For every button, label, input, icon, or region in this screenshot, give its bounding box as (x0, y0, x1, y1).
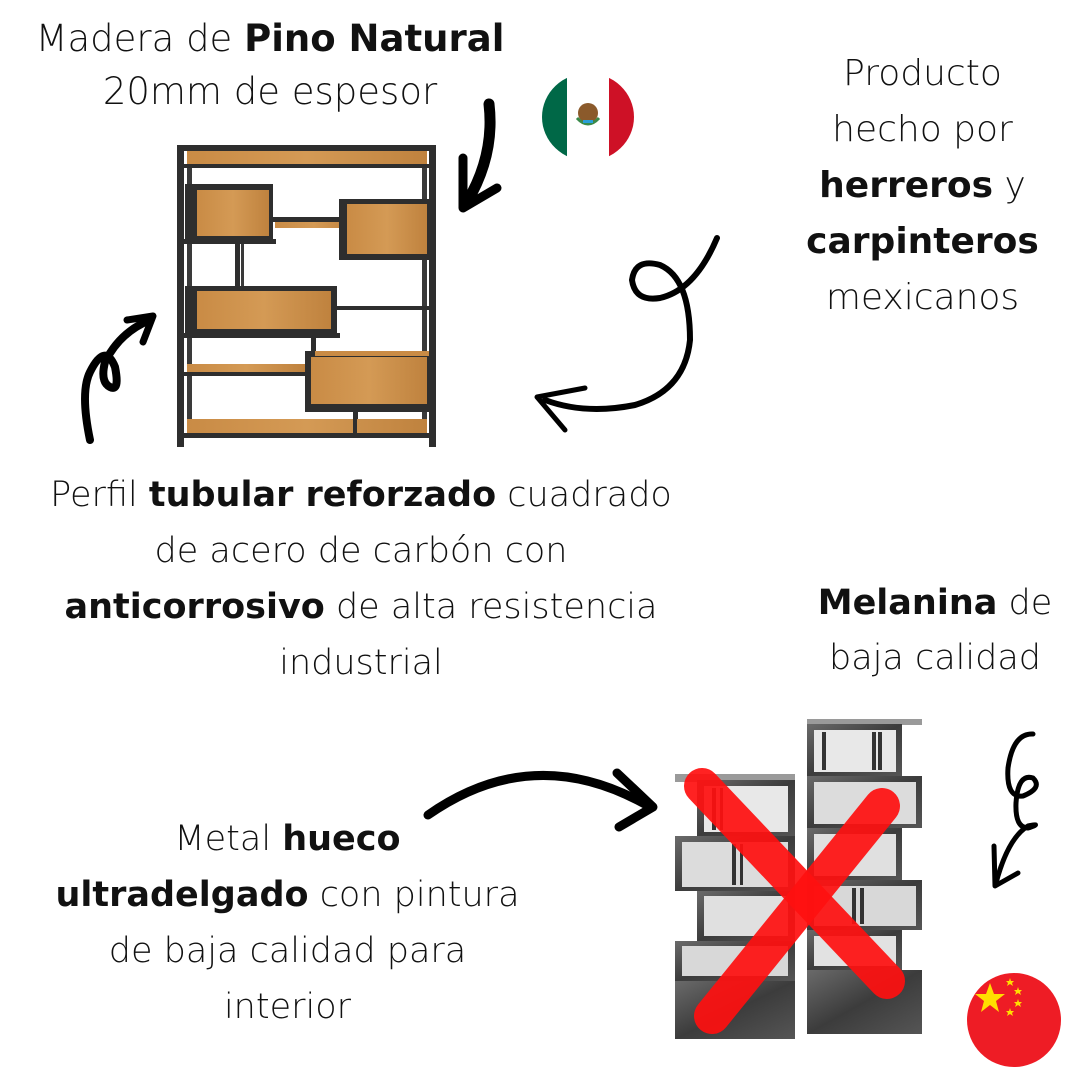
caption-bold-text: carpinteros (806, 221, 1039, 262)
caption-text: con pintura (308, 875, 520, 915)
arrow-down-icon (458, 98, 502, 213)
caption-bold-text: anticorrosivo (64, 587, 325, 627)
caption-text: de baja calidad para (108, 931, 467, 971)
caption-bold-text: ultradelgado (55, 875, 309, 915)
made-by-mexicans-caption: Producto hecho por herreros y carpintero… (780, 56, 1065, 316)
caption-text: interior (223, 987, 352, 1027)
caption-text: baja calidad (829, 638, 1041, 678)
caption-bold-text: herreros (819, 165, 994, 206)
red-x-mark (684, 768, 905, 999)
caption-bold-text: Pino Natural (244, 17, 505, 60)
melamine-caption: Melanina de baja calidad (790, 586, 1080, 676)
curved-arrow-right-icon (423, 768, 658, 832)
curly-arrow-left-icon (534, 235, 720, 433)
mexican-shelf-image (177, 145, 436, 447)
caption-text: de alta resistencia (324, 587, 658, 627)
steel-profile-caption: Perfil tubular reforzado cuadrado de ace… (0, 478, 722, 681)
curly-arrow-up-icon (81, 312, 157, 444)
caption-text: de acero de carbón con (154, 531, 568, 571)
hollow-metal-caption: Metal hueco ultradelgado con pintura de … (20, 822, 555, 1025)
caption-text: Perfil (50, 475, 149, 515)
caption-text: industrial (279, 643, 443, 683)
caption-text: hecho por (832, 109, 1013, 150)
caption-text: Metal (174, 819, 283, 859)
mexico-flag-icon (542, 73, 634, 161)
caption-bold-text: Melanina (817, 583, 998, 623)
caption-text: 20mm de espesor (102, 70, 438, 113)
caption-text: Madera de (35, 17, 245, 60)
caption-text: mexicanos (825, 277, 1020, 318)
caption-text: y (993, 165, 1026, 206)
caption-text: de (997, 583, 1053, 623)
caption-text: cuadrado (496, 475, 672, 515)
caption-bold-text: hueco (282, 819, 401, 859)
curly-arrow-down-icon (991, 731, 1039, 889)
chinese-shelf-image (675, 719, 922, 1039)
caption-text: Producto (843, 53, 1002, 94)
caption-bold-text: tubular reforzado (148, 475, 497, 515)
china-flag-icon (967, 973, 1061, 1067)
pine-wood-caption: Madera de Pino Natural 20mm de espesor (10, 20, 530, 110)
